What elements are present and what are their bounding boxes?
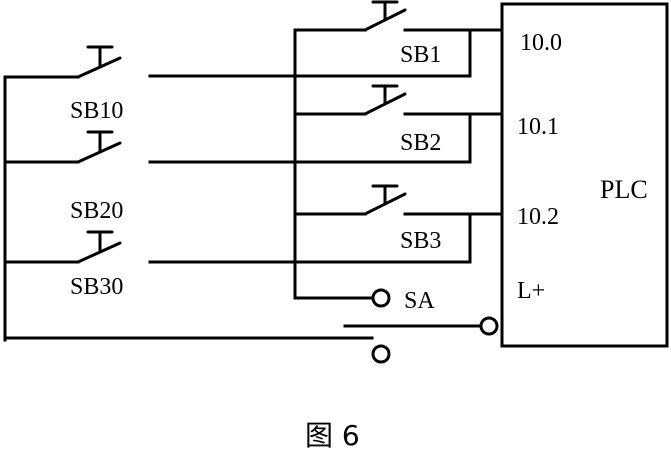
sa-terminal-upper: [371, 288, 391, 308]
switch-sb30: [76, 230, 122, 264]
sb30-label: SB30: [70, 274, 123, 300]
switch-sb20: [76, 130, 122, 164]
plc-input-i01-label: 10.1: [517, 114, 559, 140]
plc-label: PLC: [600, 175, 648, 204]
sa-label: SA: [404, 288, 435, 314]
left-supply-wire: [3, 75, 80, 340]
plc-common-label: L+: [517, 278, 545, 304]
switch-sb1: [363, 0, 407, 32]
switch-sb3: [363, 184, 407, 216]
plc-input-i02-label: 10.2: [517, 204, 559, 230]
plc-box: [500, 2, 669, 348]
sb10-label: SB10: [70, 98, 123, 124]
sb2-label: SB2: [400, 130, 441, 156]
common-bus-wire: [293, 28, 374, 300]
sb3-label: SB3: [400, 228, 441, 254]
switch-sb2: [363, 84, 407, 116]
figure-caption: 图 6: [305, 419, 360, 448]
sb1-label: SB1: [400, 42, 441, 68]
plc-input-i00-label: 10.0: [520, 30, 562, 56]
switch-sb10: [76, 45, 122, 79]
sb20-label: SB20: [70, 198, 123, 224]
bottom-terminal: [371, 344, 391, 364]
l-plus-terminal: [479, 316, 499, 336]
